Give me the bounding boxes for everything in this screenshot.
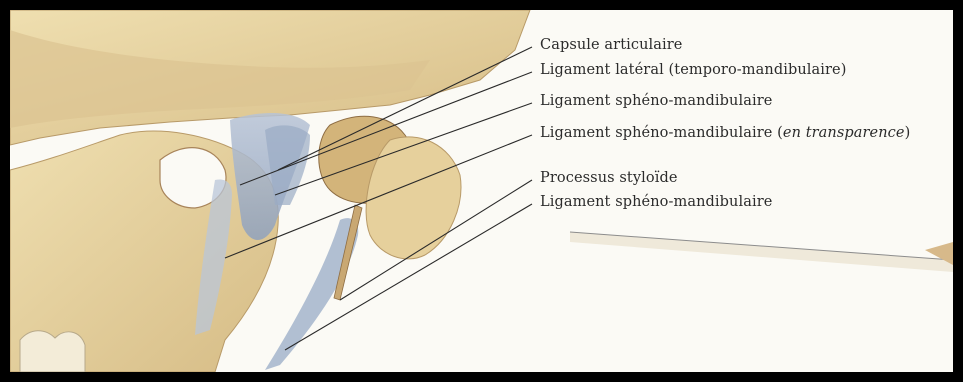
label-italic: en transparence — [783, 125, 905, 141]
stylomandibular-ligament — [265, 218, 358, 370]
page-edge — [570, 232, 953, 272]
label-suffix: ) — [905, 125, 911, 141]
label-sphenomandibular: Ligament sphéno-mandibulaire — [540, 93, 772, 109]
label-lateral-ligament: Ligament latéral (temporo-mandibulaire) — [540, 62, 846, 78]
molar-teeth — [20, 331, 85, 372]
mastoid-region — [366, 137, 461, 259]
label-text: Ligament sphéno-mandibulaire ( — [540, 125, 783, 141]
illustration-frame: Capsule articulaire Ligament latéral (te… — [10, 10, 953, 372]
label-sphenomandibular-transparent: Ligament sphéno-mandibulaire (en transpa… — [540, 125, 910, 141]
label-sphenomandibular-2: Ligament sphéno-mandibulaire — [540, 194, 772, 210]
label-styloid-process: Processus styloïde — [540, 170, 678, 186]
label-capsule: Capsule articulaire — [540, 37, 682, 53]
